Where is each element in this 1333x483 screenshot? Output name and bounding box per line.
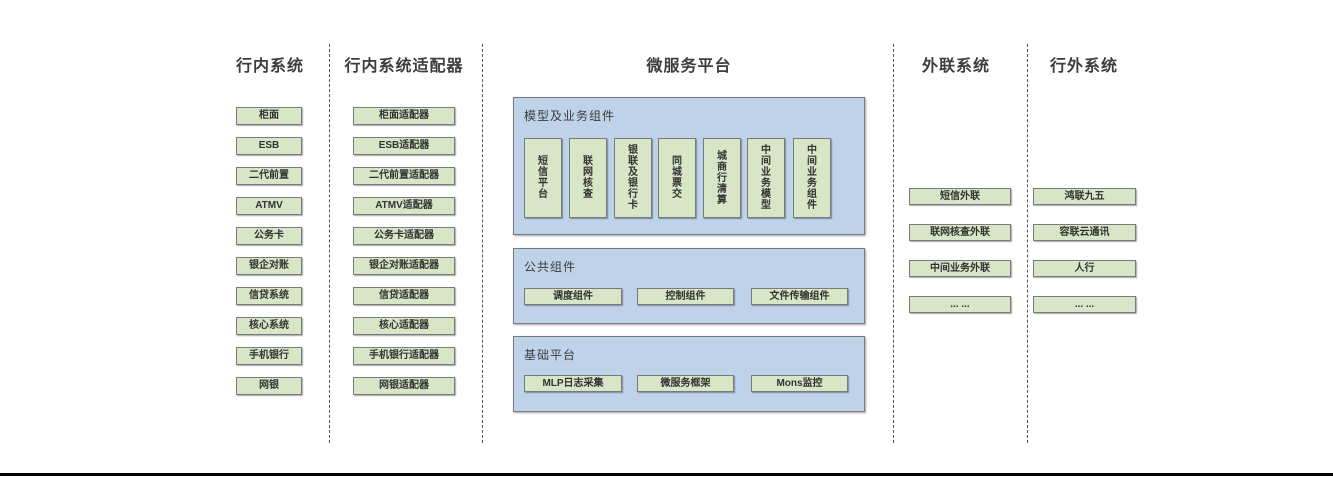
- node-second-gen-front-adapter: 二代前置适配器: [353, 167, 455, 185]
- node-city-bill-exchange: 同城票交: [658, 138, 696, 218]
- column-divider: [893, 44, 894, 443]
- node-atmv-adapter: ATMV适配器: [353, 197, 455, 215]
- node-pboc: 人行: [1033, 260, 1136, 277]
- node-atmv: ATMV: [236, 197, 302, 215]
- node-honglian-95: 鸿联九五: [1033, 188, 1136, 205]
- node-counter-adapter: 柜面适配器: [353, 107, 455, 125]
- header-inbank-systems: 行内系统: [235, 58, 304, 75]
- header-inbank-adapters: 行内系统适配器: [344, 58, 464, 75]
- node-label: 同城票交: [672, 156, 682, 200]
- node-sms-outlink: 短信外联: [909, 188, 1011, 205]
- node-external-more: ... ...: [1033, 296, 1136, 313]
- node-label: 中间业务模型: [761, 145, 771, 211]
- header-outlink-systems: 外联系统: [921, 58, 990, 75]
- node-bank-enterprise-recon: 银企对账: [236, 257, 302, 275]
- node-esb-adapter: ESB适配器: [353, 137, 455, 155]
- node-network-verification-outlink: 联网核查外联: [909, 224, 1011, 241]
- node-credit-system: 信贷系统: [236, 287, 302, 305]
- node-second-gen-front: 二代前置: [236, 167, 302, 185]
- node-core-system: 核心系统: [236, 317, 302, 335]
- node-mobile-banking-adapter: 手机银行适配器: [353, 347, 455, 365]
- node-ronglian-cloud: 容联云通讯: [1033, 224, 1136, 241]
- panel-model-business-components: 模型及业务组件 短信平台 联网核查 银联及银行卡 同城票交 城商行清算 中间业务…: [513, 97, 865, 235]
- node-online-banking-adapter: 网银适配器: [353, 377, 455, 395]
- column-divider: [1027, 44, 1028, 443]
- node-network-verification: 联网核查: [569, 138, 607, 218]
- node-intermediate-business-model: 中间业务模型: [747, 138, 785, 218]
- panel-label: 公共组件: [524, 260, 577, 274]
- node-file-transfer-component: 文件传输组件: [751, 288, 848, 305]
- header-microservice-platform: 微服务平台: [646, 58, 732, 75]
- node-esb: ESB: [236, 137, 302, 155]
- node-unionpay-bankcard: 银联及银行卡: [614, 138, 652, 218]
- node-mobile-banking: 手机银行: [236, 347, 302, 365]
- node-online-banking: 网银: [236, 377, 302, 395]
- node-counter: 柜面: [236, 107, 302, 125]
- node-core-adapter: 核心适配器: [353, 317, 455, 335]
- node-credit-adapter: 信贷适配器: [353, 287, 455, 305]
- node-mlp-log-collection: MLP日志采集: [524, 375, 622, 392]
- node-official-card-adapter: 公务卡适配器: [353, 227, 455, 245]
- bottom-rule: [0, 473, 1333, 476]
- node-sms-platform: 短信平台: [524, 138, 562, 218]
- node-control-component: 控制组件: [637, 288, 734, 305]
- column-divider: [329, 44, 330, 443]
- column-divider: [482, 44, 483, 443]
- node-intermediate-business-component: 中间业务组件: [793, 138, 831, 218]
- node-scheduling-component: 调度组件: [524, 288, 622, 305]
- node-official-card: 公务卡: [236, 227, 302, 245]
- panel-common-components: 公共组件 调度组件 控制组件 文件传输组件: [513, 248, 865, 324]
- panel-label: 基础平台: [524, 348, 577, 362]
- panel-base-platform: 基础平台 MLP日志采集 微服务框架 Mons监控: [513, 336, 865, 412]
- node-label: 城商行清算: [717, 150, 727, 206]
- node-label: 银联及银行卡: [628, 145, 638, 211]
- node-microservice-framework: 微服务框架: [637, 375, 734, 392]
- node-bank-enterprise-recon-adapter: 银企对账适配器: [353, 257, 455, 275]
- panel-label: 模型及业务组件: [524, 109, 616, 123]
- node-city-commercial-clearing: 城商行清算: [703, 138, 741, 218]
- node-label: 中间业务组件: [807, 145, 817, 211]
- node-outlink-more: ... ...: [909, 296, 1011, 313]
- node-intermediate-business-outlink: 中间业务外联: [909, 260, 1011, 277]
- node-mons-monitoring: Mons监控: [751, 375, 848, 392]
- node-label: 短信平台: [538, 156, 548, 200]
- node-label: 联网核查: [583, 156, 593, 200]
- header-external-systems: 行外系统: [1049, 58, 1118, 75]
